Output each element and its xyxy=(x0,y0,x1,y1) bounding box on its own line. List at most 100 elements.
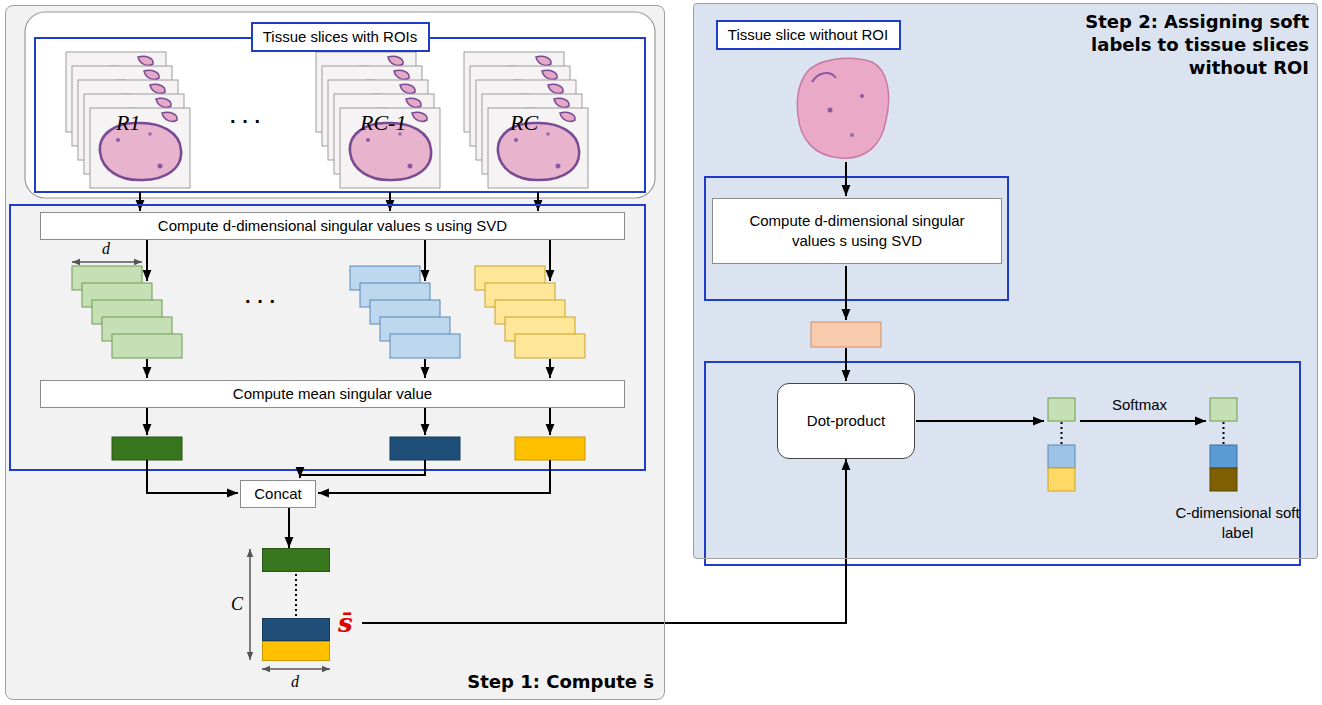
mean-vector xyxy=(390,437,460,460)
dimension-arrow xyxy=(262,668,330,670)
slice-label: R1 xyxy=(116,110,140,136)
box-label: Compute d-dimensional singular values s … xyxy=(741,211,973,251)
connector xyxy=(362,459,846,623)
flow-arrow xyxy=(549,239,551,281)
group-frame xyxy=(35,38,645,192)
step-title: Step 1: Compute s̄ xyxy=(467,670,654,694)
flow-arrow xyxy=(146,359,148,378)
box-label: Dot-product xyxy=(807,412,885,430)
vector-cell xyxy=(1048,468,1075,491)
slice-stack xyxy=(316,52,440,188)
slice-stack xyxy=(66,52,190,188)
flow-arrow xyxy=(424,239,426,281)
dotted-gap xyxy=(1223,422,1225,444)
tissue-speck xyxy=(860,94,864,98)
slice-label: RC xyxy=(510,110,538,136)
dotted-gap xyxy=(1061,422,1063,444)
group-frame xyxy=(705,177,1008,300)
tissue-edge xyxy=(812,73,836,82)
flow-arrow xyxy=(845,348,847,381)
box-label: Concat xyxy=(254,485,302,503)
matrix-row xyxy=(263,642,330,661)
query-tissue xyxy=(797,58,888,158)
tissue-slice xyxy=(488,108,588,188)
output-label: C-dimensional soft label xyxy=(1175,503,1300,543)
title-box: Tissue slices with ROIs xyxy=(251,22,430,52)
box-label: Compute mean singular value xyxy=(233,385,432,403)
mean-vector xyxy=(112,437,182,460)
process-bar: Compute mean singular value xyxy=(40,380,625,408)
mean-vector xyxy=(515,437,585,460)
step-panel: Step 1: Compute s̄ Tissue slices with ROI… xyxy=(5,5,665,700)
flow-arrow xyxy=(424,359,426,378)
vector-cell xyxy=(1048,398,1075,421)
dimension-label: d xyxy=(102,240,110,258)
title-box: Tissue slice without ROI xyxy=(716,20,901,50)
similarity-vector xyxy=(1048,398,1075,491)
flow-arrow xyxy=(139,192,141,211)
flow-arrow xyxy=(146,407,148,435)
process-bar: Compute d-dimensional singular values s … xyxy=(40,212,625,240)
singular-value-stack xyxy=(350,266,460,358)
flow-arrow xyxy=(845,162,847,196)
tissue-speck xyxy=(828,108,833,113)
vector-bar xyxy=(112,334,182,358)
tissue-speck xyxy=(850,133,854,137)
flow-arrow xyxy=(549,407,551,435)
process-box: Compute d-dimensional singular values s … xyxy=(712,198,1002,264)
matrix-row xyxy=(263,549,330,572)
input-container xyxy=(25,12,655,198)
tissue-slice xyxy=(90,108,190,188)
flow-arrow xyxy=(845,266,847,320)
vector-cell xyxy=(1048,445,1075,468)
step-panel: Step 2: Assigning soft labels to tissue … xyxy=(693,3,1318,559)
step-title: Step 2: Assigning soft labels to tissue … xyxy=(1024,10,1309,79)
dimension-label: C xyxy=(231,594,243,615)
ellipsis: · · · xyxy=(230,110,261,133)
dimension-label: d xyxy=(291,673,299,691)
flow-arrow xyxy=(147,460,238,493)
dimension-arrow xyxy=(249,549,251,660)
flow-arrow xyxy=(537,192,539,211)
vector-bar xyxy=(390,334,460,358)
group-frame xyxy=(705,362,1300,565)
panel-ground xyxy=(5,5,665,700)
dotted-gap xyxy=(295,574,297,616)
tissue-blob xyxy=(797,58,888,158)
flow-arrow xyxy=(146,239,148,281)
panel-ground xyxy=(693,3,1318,559)
slice-label: RC-1 xyxy=(360,110,406,136)
matrix-symbol: s̄ xyxy=(338,608,353,638)
flow-arrow xyxy=(300,460,425,478)
vector-cell xyxy=(1210,398,1237,421)
matrix-shape xyxy=(262,548,362,661)
group-frame xyxy=(10,205,645,470)
dimension-arrow xyxy=(72,261,142,263)
connector xyxy=(288,508,290,548)
slice-stack xyxy=(464,52,588,188)
flow-arrow xyxy=(424,407,426,435)
flow-arrow xyxy=(389,192,391,211)
flow-arrow xyxy=(916,420,1044,422)
concat-inputs xyxy=(147,460,550,493)
vector-cell xyxy=(1210,468,1237,491)
query-vector xyxy=(811,322,881,347)
singular-value-stack xyxy=(72,266,182,358)
flow-arrow xyxy=(318,460,550,493)
matrix-row xyxy=(263,619,330,641)
vector-bar xyxy=(515,334,585,358)
tissue-slice xyxy=(340,108,440,188)
soft-label-vector xyxy=(1210,398,1237,491)
box-label: Tissue slice without ROI xyxy=(728,26,888,44)
flow-arrows xyxy=(140,192,538,211)
matrix-node: s̄ xyxy=(262,548,362,661)
box-label: Compute d-dimensional singular values s … xyxy=(158,217,507,235)
flow-arrow xyxy=(549,359,551,378)
box-label: Tissue slices with ROIs xyxy=(263,28,417,46)
operation-box: Dot-product xyxy=(777,383,915,459)
vector-cell xyxy=(1210,445,1237,468)
